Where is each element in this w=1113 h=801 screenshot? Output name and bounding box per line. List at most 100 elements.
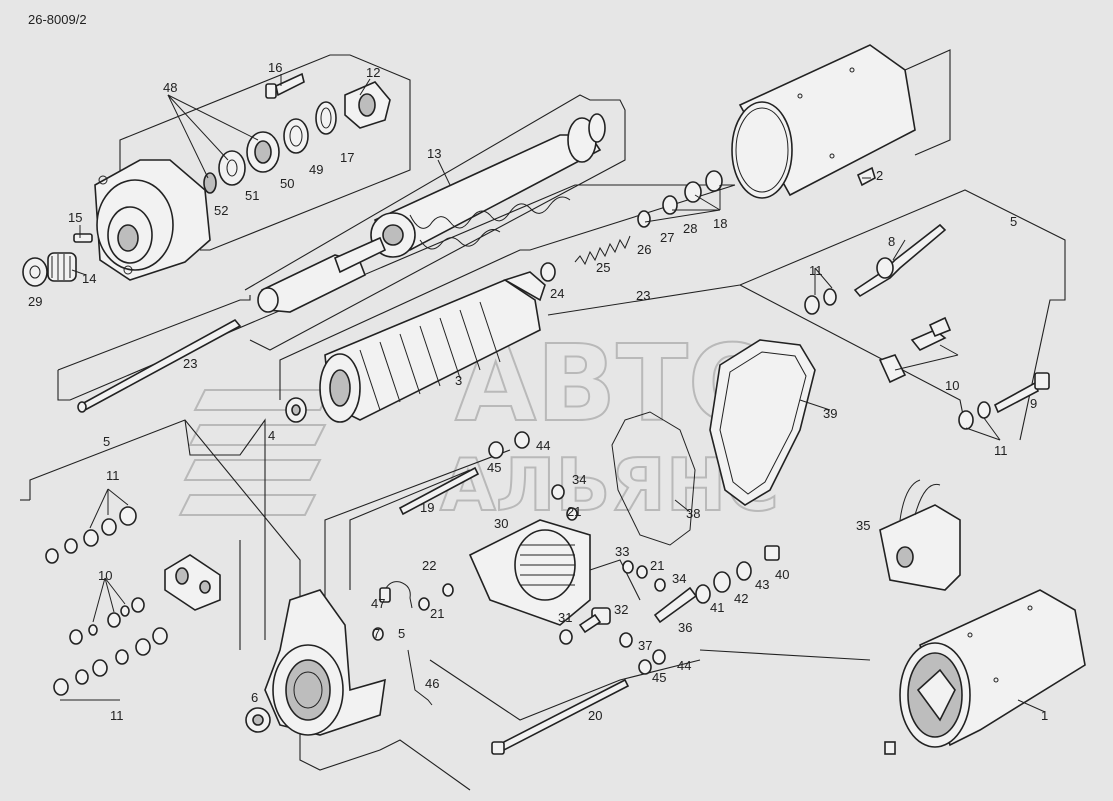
label-48: 48 — [163, 80, 177, 95]
label-49: 49 — [309, 162, 323, 177]
part-7-nut — [372, 627, 384, 641]
part-15-key — [73, 233, 93, 243]
part-2-screw — [856, 166, 876, 187]
part-45-washer-a — [488, 441, 504, 459]
part-11-washer-d — [977, 401, 991, 419]
part-16-screw — [265, 72, 305, 99]
part-48-drive-housing — [94, 159, 211, 281]
left-hardware-group-upper — [45, 506, 137, 564]
label-25: 25 — [596, 260, 610, 275]
part-46-wire — [407, 649, 433, 706]
part-41-washer — [695, 584, 711, 604]
part-31-nut — [559, 629, 573, 645]
label-43: 43 — [755, 577, 769, 592]
leader-lines — [60, 74, 1046, 713]
part-18-washer — [705, 170, 723, 192]
label-36: 36 — [678, 620, 692, 635]
label-5-right: 5 — [1010, 214, 1017, 229]
part-39-gasket — [709, 339, 816, 506]
label-44-upper: 44 — [536, 438, 550, 453]
label-9: 9 — [1030, 396, 1037, 411]
diagram-code: 26-8009/2 — [28, 12, 87, 27]
label-16: 16 — [268, 60, 282, 75]
part-50-bearing — [246, 131, 280, 173]
label-42: 42 — [734, 591, 748, 606]
watermark-logo-stripes — [178, 389, 332, 516]
part-33-nut — [622, 560, 634, 574]
label-37: 37 — [638, 638, 652, 653]
label-38: 38 — [686, 506, 700, 521]
left-hardware-group-middle — [69, 597, 145, 645]
label-3: 3 — [455, 373, 462, 388]
part-21-nut-b — [636, 565, 648, 579]
label-12: 12 — [366, 65, 380, 80]
label-34-right: 34 — [672, 571, 686, 586]
part-27-washer — [662, 195, 678, 215]
part-21-nut-c — [418, 597, 430, 611]
label-50: 50 — [280, 176, 294, 191]
label-5-lower: 5 — [398, 626, 405, 641]
label-11-upper: 11 — [809, 263, 823, 278]
part-32-bolt — [578, 607, 611, 634]
label-30: 30 — [494, 516, 508, 531]
part-34-bolt-a — [551, 484, 565, 500]
part-10-bracket — [878, 316, 952, 384]
part-20-bolt — [491, 678, 630, 755]
label-41: 41 — [710, 600, 724, 615]
part-28-washer — [684, 181, 702, 203]
part-52-washer — [203, 172, 217, 194]
part-37-washer — [619, 632, 633, 648]
label-21-right: 21 — [650, 558, 664, 573]
label-6: 6 — [251, 690, 258, 705]
part-43-washer — [736, 561, 752, 581]
label-23-upper: 23 — [183, 356, 197, 371]
label-23-lower: 23 — [636, 288, 650, 303]
label-8: 8 — [888, 234, 895, 249]
part-51-bushing — [218, 150, 246, 186]
assembly-boundaries — [20, 49, 1066, 791]
label-4: 4 — [268, 428, 275, 443]
label-45-upper: 45 — [487, 460, 501, 475]
label-10-right: 10 — [945, 378, 959, 393]
label-7: 7 — [373, 626, 380, 641]
label-26: 26 — [637, 242, 651, 257]
part-47-bracket — [379, 581, 413, 609]
part-10-plate-left — [164, 554, 221, 611]
part-stator-housing-upper — [731, 44, 916, 199]
label-40: 40 — [775, 567, 789, 582]
label-21-lower: 21 — [430, 606, 444, 621]
left-hardware-group-lower — [53, 627, 168, 696]
part-13-drive-clutch — [370, 113, 606, 258]
part-22-nut — [442, 583, 454, 597]
part-30-relay — [468, 519, 591, 626]
label-11-left-lower: 11 — [110, 708, 124, 723]
label-39: 39 — [823, 406, 837, 421]
label-44-lower: 44 — [677, 658, 691, 673]
part-44-nut-a — [514, 431, 530, 449]
part-11-washer-a — [804, 295, 820, 315]
part-17-ring — [315, 101, 337, 135]
label-18: 18 — [713, 216, 727, 231]
part-29-nut — [22, 257, 48, 287]
label-29: 29 — [28, 294, 42, 309]
label-1: 1 — [1041, 708, 1048, 723]
part-commutator-end-housing — [264, 589, 386, 736]
part-45-washer-b — [638, 659, 652, 675]
part-4-bearing — [285, 397, 307, 423]
label-2: 2 — [876, 168, 883, 183]
part-23-rod — [77, 318, 242, 413]
part-11-washer-c — [958, 410, 974, 430]
label-35: 35 — [856, 518, 870, 533]
part-38-gasket — [611, 411, 696, 546]
part-6-bushing — [245, 707, 271, 733]
part-26-ball — [637, 210, 651, 228]
part-shaft-sleeve — [257, 236, 387, 313]
label-52: 52 — [214, 203, 228, 218]
label-24: 24 — [550, 286, 564, 301]
part-1-stator-housing — [884, 589, 1086, 755]
part-9-bolt — [993, 372, 1050, 414]
part-49-ring — [283, 118, 309, 154]
part-3-armature — [319, 271, 546, 423]
part-36-stud — [653, 586, 698, 624]
